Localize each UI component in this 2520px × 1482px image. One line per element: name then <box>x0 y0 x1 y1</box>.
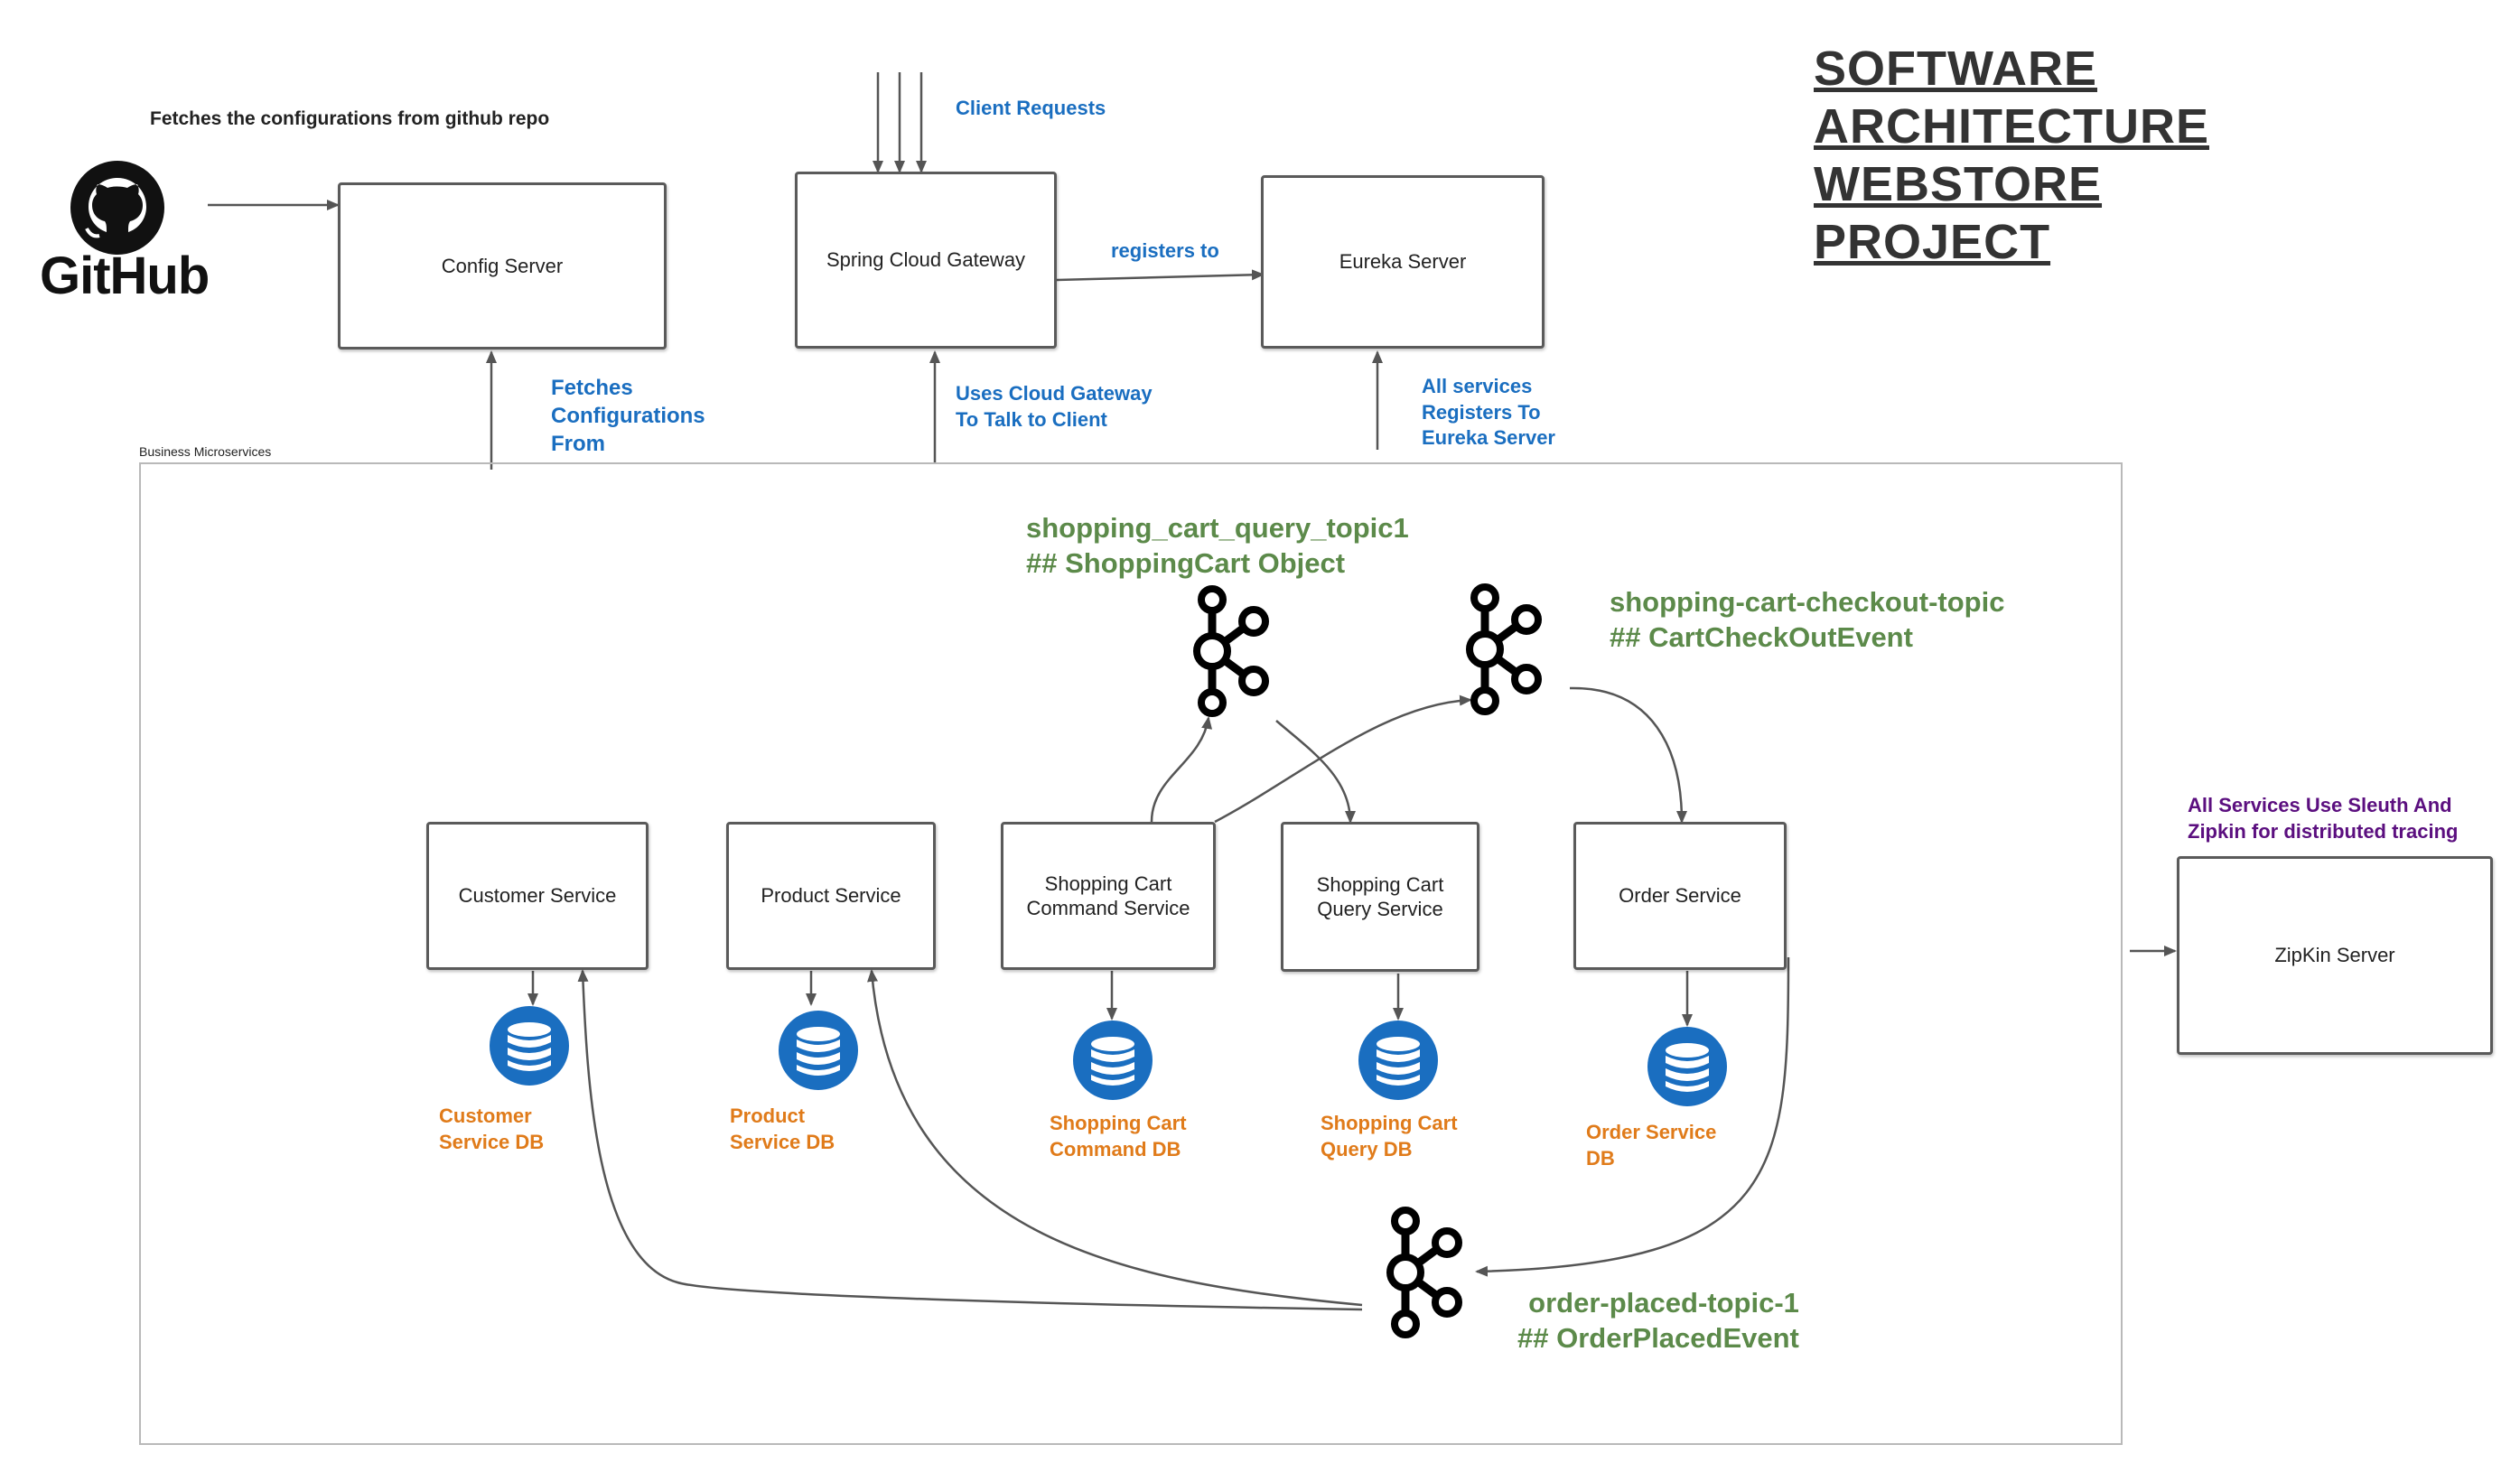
client-requests-label: Client Requests <box>956 97 1106 119</box>
cart-command-db-label: Shopping Cart Command DB <box>1050 1112 1187 1160</box>
uses-gateway-label: Uses Cloud Gateway To Talk to Client <box>956 382 1153 431</box>
order-db-label: Order Service DB <box>1586 1121 1717 1170</box>
product-service-node[interactable]: Product Service <box>726 822 936 970</box>
fetches-config-label: Fetches Configurations From <box>551 376 705 457</box>
query-topic-label: shopping_cart_query_topic1 ## ShoppingCa… <box>1026 512 1409 579</box>
github-wordmark: GitHub <box>40 247 210 305</box>
eureka-server-label: Eureka Server <box>1339 250 1467 274</box>
kafka-topic-icon <box>1466 583 1542 715</box>
eureka-server-node[interactable]: Eureka Server <box>1261 175 1545 349</box>
database-icon <box>1073 1021 1153 1100</box>
cart-command-service-node[interactable]: Shopping Cart Command Service <box>1001 822 1216 970</box>
database-icon <box>1647 1027 1727 1106</box>
group-label: Business Microservices <box>139 444 272 459</box>
order-service-label: Order Service <box>1619 884 1741 908</box>
cart-query-service-label: Shopping Cart Query Service <box>1316 872 1444 921</box>
gateway-node[interactable]: Spring Cloud Gateway <box>795 172 1057 349</box>
github-logo-icon <box>70 161 164 255</box>
registers-to-label: registers to <box>1111 239 1219 262</box>
kafka-topic-icon <box>1386 1207 1462 1338</box>
database-icon <box>490 1006 569 1086</box>
database-icon <box>779 1011 858 1090</box>
gateway-label: Spring Cloud Gateway <box>826 248 1026 272</box>
config-server-node[interactable]: Config Server <box>338 182 667 350</box>
tracing-label: All Services Use Sleuth And Zipkin for d… <box>2188 794 2459 843</box>
product-service-label: Product Service <box>761 884 901 908</box>
diagram-title: SOFTWARE ARCHITECTURE WEBSTORE PROJECT <box>1814 42 2209 269</box>
customer-db-label: Customer Service DB <box>439 1105 545 1153</box>
customer-service-node[interactable]: Customer Service <box>426 822 649 970</box>
zipkin-server-label: ZipKin Server <box>2274 944 2395 967</box>
product-db-label: Product Service DB <box>730 1105 835 1153</box>
github-caption: Fetches the configurations from github r… <box>150 108 550 129</box>
zipkin-server-node[interactable]: ZipKin Server <box>2177 856 2493 1055</box>
cart-query-db-label: Shopping Cart Query DB <box>1321 1112 1458 1160</box>
cart-command-service-label: Shopping Cart Command Service <box>1026 871 1190 920</box>
database-icon <box>1358 1021 1438 1100</box>
order-service-node[interactable]: Order Service <box>1573 822 1787 970</box>
business-microservices-group <box>139 462 2123 1445</box>
order-placed-topic-label: order-placed-topic-1 ## OrderPlacedEvent <box>1517 1287 1799 1354</box>
all-register-label: All services Registers To Eureka Server <box>1422 375 1555 450</box>
kafka-topic-icon <box>1193 585 1269 717</box>
edge-gateway-eureka <box>1056 269 1265 282</box>
cart-query-service-node[interactable]: Shopping Cart Query Service <box>1281 822 1479 972</box>
config-server-label: Config Server <box>441 254 564 277</box>
customer-service-label: Customer Service <box>458 884 617 908</box>
checkout-topic-label: shopping-cart-checkout-topic ## CartChec… <box>1610 586 2005 653</box>
